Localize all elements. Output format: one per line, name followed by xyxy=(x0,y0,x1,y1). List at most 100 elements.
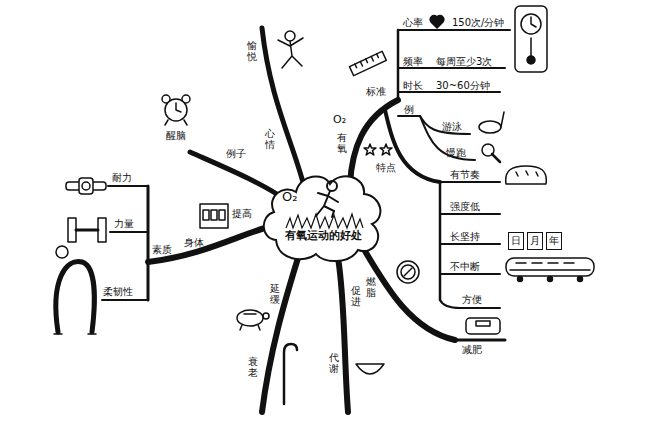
branch-label: 不中断 xyxy=(450,261,480,273)
snorkel xyxy=(501,112,504,127)
figure-hands xyxy=(54,333,96,335)
clock-pendulum xyxy=(527,56,535,64)
ruler-icon xyxy=(349,51,386,75)
scale-icon xyxy=(466,318,500,334)
bread-marks xyxy=(516,171,538,176)
central-cloud: O₂ 有氧运动的好处 xyxy=(258,166,388,266)
branch-label: 耐力 xyxy=(112,172,132,184)
branch xyxy=(148,226,272,262)
scoreboard-frame xyxy=(200,204,228,228)
branch-label: 时长 xyxy=(403,80,423,92)
figure-head xyxy=(56,246,68,258)
train-body xyxy=(506,258,594,276)
sub-branch xyxy=(398,29,510,31)
turtle-head xyxy=(263,313,269,319)
turtle-legs xyxy=(240,314,260,330)
branch-label: 柔韧性 xyxy=(103,286,133,298)
figure-arch xyxy=(56,262,94,332)
branch-label: 例子 xyxy=(226,148,246,160)
branch-label: 慢跑 xyxy=(446,147,466,159)
branch-label: O₂ xyxy=(333,114,346,127)
magnifier-handle xyxy=(492,154,500,162)
branch-label: 强度低 xyxy=(450,201,480,213)
scale-window xyxy=(476,321,490,326)
train-wheel xyxy=(548,277,553,282)
branch-label: 力量 xyxy=(114,218,134,230)
bread-loaf xyxy=(506,166,547,184)
runner-figure xyxy=(316,181,338,217)
heart-icon xyxy=(430,16,444,28)
star-icon xyxy=(364,144,376,155)
train-wheel xyxy=(518,277,523,282)
dancing-figure-icon xyxy=(278,31,303,68)
clock-case xyxy=(515,6,547,72)
sub-branch xyxy=(108,185,148,187)
branch-label: 方便 xyxy=(462,294,482,306)
train-windows xyxy=(510,263,590,270)
mask-glass xyxy=(479,121,501,133)
branch-label: 150次/分钟 xyxy=(452,17,504,29)
central-topic: 有氧运动的好处 xyxy=(285,230,362,243)
runner-head xyxy=(327,181,337,191)
branch-label: 醒脑 xyxy=(166,130,186,142)
sub-branch xyxy=(440,273,500,275)
sub-branch xyxy=(397,30,400,100)
alarm-hands xyxy=(165,103,187,125)
calendar-box: 月 xyxy=(527,232,543,250)
train-wheel xyxy=(578,277,583,282)
branch-label: 长坚持 xyxy=(450,231,480,243)
watch-dial xyxy=(82,182,90,190)
ruler-ticks xyxy=(355,54,379,69)
turtle-shell xyxy=(237,310,263,326)
compass-icon xyxy=(397,261,419,283)
turtle-icon xyxy=(237,310,269,330)
bowl-icon xyxy=(356,364,384,374)
ruler-body xyxy=(349,51,386,75)
dumbbell-icon xyxy=(68,218,106,242)
branch-label: 心率 xyxy=(403,17,423,29)
cloud-outline xyxy=(258,166,388,266)
scoreboard-digit xyxy=(203,210,209,220)
calendar-box: 年 xyxy=(546,232,562,250)
branch-label: 心情 xyxy=(265,128,275,150)
branch-label: 身体 xyxy=(184,237,204,249)
branch-label: 特点 xyxy=(376,162,396,174)
sub-branch xyxy=(398,67,505,69)
branch xyxy=(262,258,298,412)
diving-mask-icon xyxy=(479,112,504,133)
scoreboard-digit xyxy=(211,210,217,220)
bread-icon xyxy=(506,166,547,184)
branch-label: 减肥 xyxy=(462,344,482,356)
scale-body xyxy=(466,318,500,334)
branch xyxy=(338,258,348,412)
sub-branch xyxy=(439,182,442,300)
branch-label: 代谢 xyxy=(329,352,339,374)
calendar-text: 年 xyxy=(549,235,559,247)
branch-label: 愉悦 xyxy=(247,40,257,62)
sub-branch xyxy=(420,116,475,160)
compass-rim xyxy=(397,261,419,283)
bending-figure-icon xyxy=(54,246,96,334)
clock-icon xyxy=(515,6,547,72)
watch-face xyxy=(79,178,93,194)
calendar-box: 日 xyxy=(508,232,524,250)
sub-branch xyxy=(102,299,148,301)
sub-branch xyxy=(440,181,500,183)
scoreboard-digit xyxy=(219,210,225,220)
branch-label: 促进 xyxy=(351,285,361,307)
star-icon xyxy=(380,144,392,155)
runner-body xyxy=(316,191,338,217)
branch-label: 例 xyxy=(404,104,414,116)
icons xyxy=(54,6,594,404)
oxygen-symbol: O₂ xyxy=(282,190,297,205)
clock-hands xyxy=(531,17,536,56)
branch-label: 频率 xyxy=(403,56,423,68)
dancer-head xyxy=(285,31,295,41)
branch-label: 标准 xyxy=(366,86,386,98)
calendar-text: 日 xyxy=(511,235,521,247)
branch-label: 衰老 xyxy=(248,356,258,378)
branch-label: 有节奏 xyxy=(450,169,480,181)
sub-branch xyxy=(440,213,500,215)
compass-needle xyxy=(404,268,412,276)
branch-label: 游泳 xyxy=(442,121,462,133)
